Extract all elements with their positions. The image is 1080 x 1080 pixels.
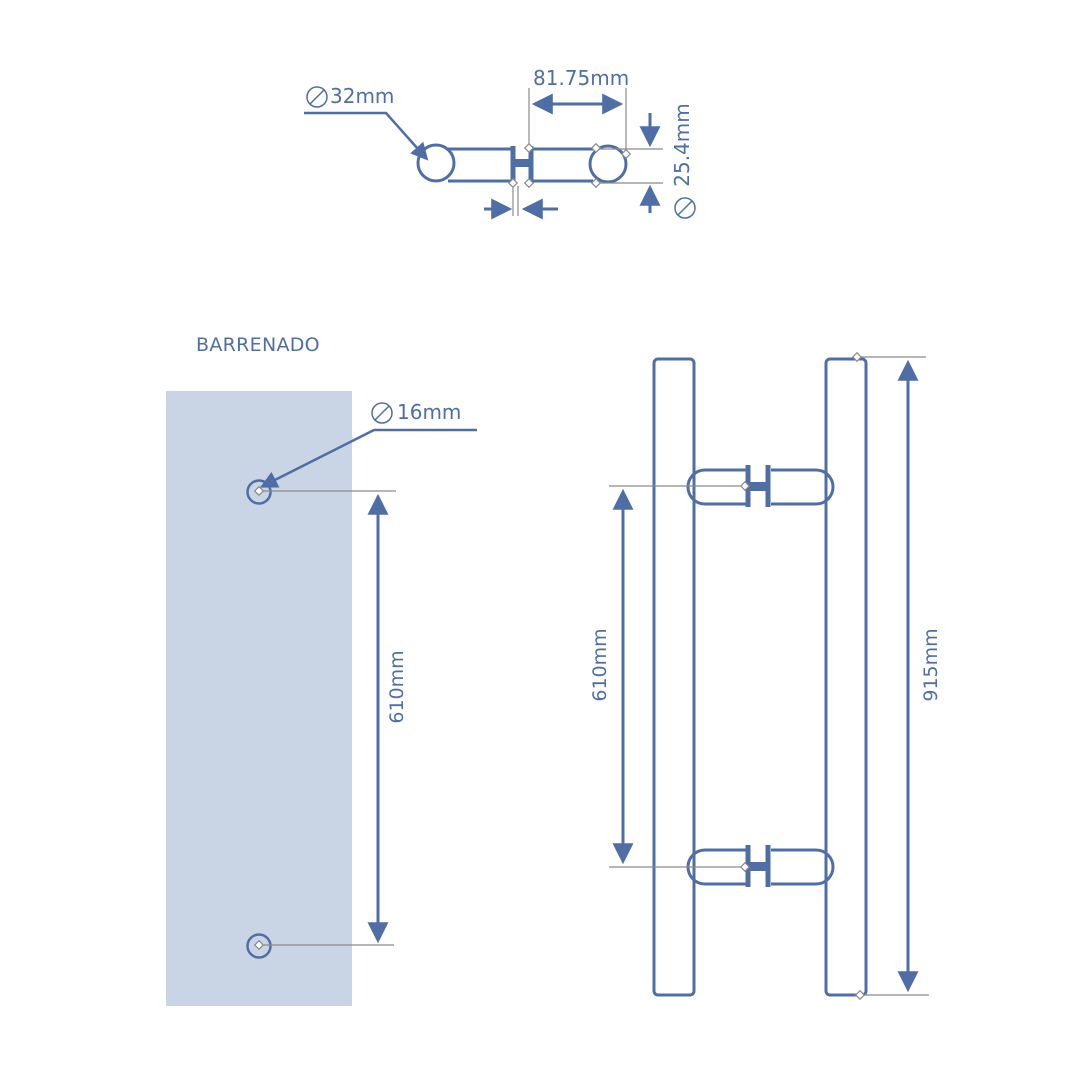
diameter-icon — [306, 86, 328, 108]
left-handle-bar — [652, 357, 696, 997]
front-view — [652, 357, 868, 997]
right-handle-bar — [824, 357, 868, 997]
hole-diameter-leader — [259, 428, 477, 488]
drilling-holes — [246, 428, 477, 959]
hole-spacing-label: 610mm — [386, 650, 408, 723]
hole-diameter-label: 16mm — [397, 400, 461, 424]
upper-hole — [246, 479, 272, 505]
glass-panel — [166, 391, 352, 1006]
top-view-dimensions: 32mm 81.75mm 25.4mm — [304, 66, 696, 220]
overall-length-label: 915mm — [920, 628, 942, 701]
diameter-icon — [674, 197, 696, 219]
standoff-diameter-label: 25.4mm — [670, 103, 694, 187]
front-view-dimensions — [609, 351, 929, 1001]
right-tube-section — [588, 144, 628, 184]
top-view — [416, 143, 628, 184]
tube-diameter-label: 32mm — [330, 84, 394, 108]
tube-diameter-leader — [304, 111, 429, 161]
left-tube-section — [416, 143, 456, 183]
projection-label: 81.75mm — [533, 66, 629, 90]
mount-bolt — [515, 159, 529, 167]
diameter-icon — [371, 402, 393, 424]
lower-hole — [246, 933, 272, 959]
lower-standoff — [686, 845, 835, 887]
drilling-title: BARRENADO — [196, 334, 320, 356]
center-distance-label: 610mm — [589, 628, 611, 701]
